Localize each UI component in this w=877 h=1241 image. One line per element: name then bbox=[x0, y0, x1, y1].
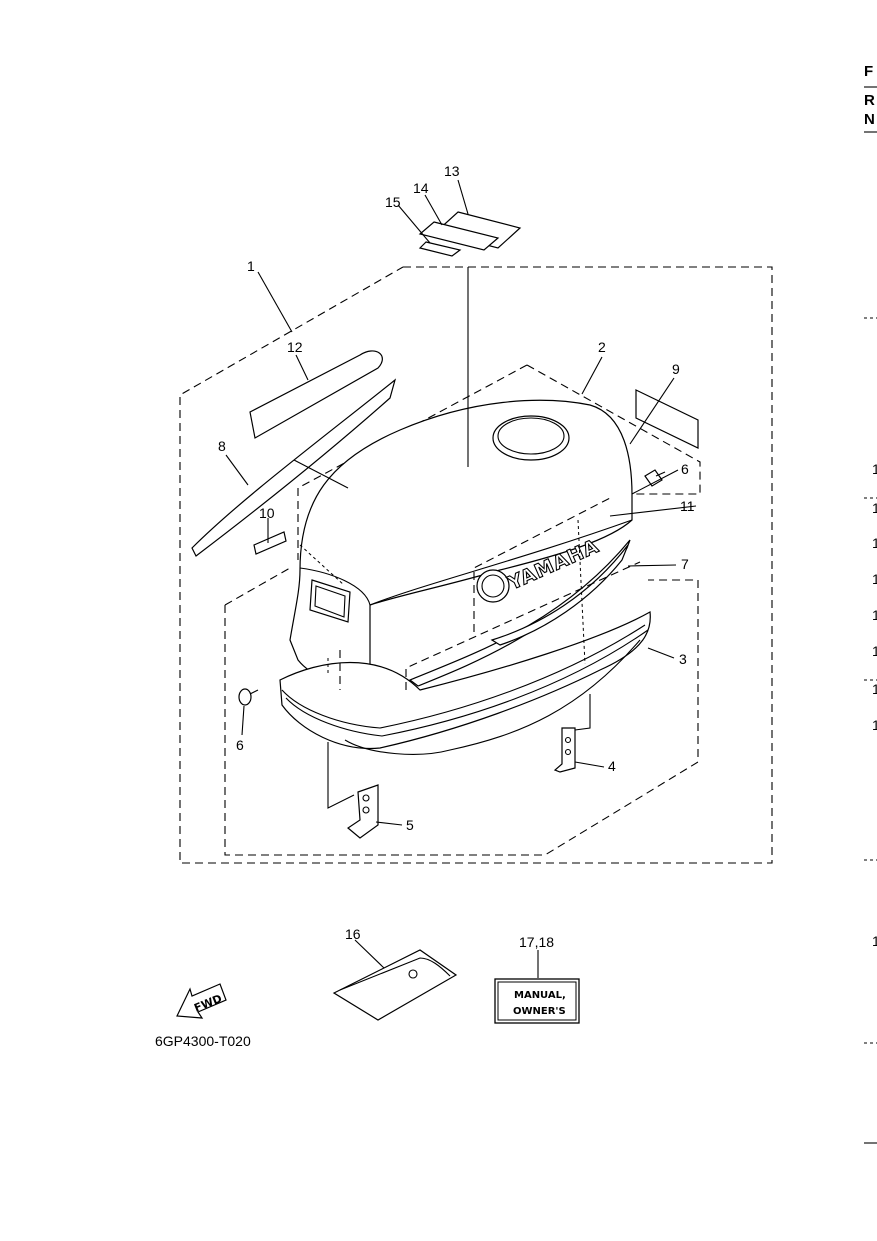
assembly-outline-3b bbox=[224, 567, 291, 606]
front-window-inner bbox=[314, 585, 346, 618]
edge-digit-9: 1 bbox=[872, 933, 877, 949]
callout-1: 1 bbox=[247, 258, 255, 274]
callout-6-right: 6 bbox=[681, 461, 689, 477]
callout-16: 16 bbox=[345, 926, 361, 942]
bottom-cowling bbox=[279, 611, 651, 750]
leader-lines bbox=[225, 179, 697, 978]
manual-line1: MANUAL, bbox=[514, 990, 566, 1001]
callout-5: 5 bbox=[406, 817, 414, 833]
side-stripe-band bbox=[490, 544, 629, 646]
stripe-group-outline bbox=[405, 561, 641, 690]
yamaha-emblem-inner bbox=[481, 574, 505, 598]
cowling-side-crease bbox=[369, 519, 633, 606]
callout-2: 2 bbox=[598, 339, 606, 355]
edge-digit-2: 1 bbox=[872, 500, 877, 516]
callout-9: 9 bbox=[672, 361, 680, 377]
assembly-outline-2 bbox=[526, 364, 701, 495]
edge-digit-3: 1 bbox=[872, 535, 877, 551]
callout-15: 15 bbox=[385, 194, 401, 210]
decal-15 bbox=[418, 241, 462, 257]
edge-digit-7: 1 bbox=[872, 681, 877, 697]
envelope-button bbox=[408, 969, 418, 979]
screw-left-shaft bbox=[249, 689, 259, 695]
edge-digit-1: 1 bbox=[872, 461, 877, 477]
callout-3: 3 bbox=[679, 651, 687, 667]
decal-9 bbox=[635, 389, 699, 449]
front-window bbox=[309, 579, 351, 623]
bracket-4-hole2 bbox=[564, 748, 572, 756]
bracket-5-hole1 bbox=[362, 794, 370, 802]
owners-manual-box bbox=[494, 978, 580, 1024]
edge-digit-6: 1 bbox=[872, 643, 877, 659]
assembly-outline-1 bbox=[179, 266, 773, 864]
manual-line2: OWNER'S bbox=[513, 1006, 566, 1017]
callout-13: 13 bbox=[444, 163, 460, 179]
bottom-cowling-lower bbox=[344, 639, 641, 755]
decal-14 bbox=[418, 221, 500, 251]
document-envelope-16 bbox=[332, 949, 458, 1021]
bottom-cowling-rim1 bbox=[281, 624, 646, 729]
callout-17-18: 17,18 bbox=[519, 934, 554, 950]
screw-right-shaft bbox=[655, 471, 666, 477]
screw-left-icon bbox=[238, 688, 252, 706]
air-intake-opening bbox=[492, 415, 570, 461]
edge-digit-4: 1 bbox=[872, 571, 877, 587]
edge-header-f: F bbox=[864, 63, 873, 80]
bracket-4-hole1 bbox=[564, 736, 572, 744]
decal-12 bbox=[249, 350, 383, 439]
assembly-outline-3 bbox=[224, 579, 699, 856]
bracket-4 bbox=[553, 727, 576, 773]
cowling-front-face bbox=[299, 567, 371, 606]
air-intake-inner bbox=[497, 417, 565, 455]
callout-8: 8 bbox=[218, 438, 226, 454]
callout-6-left: 6 bbox=[236, 737, 244, 753]
edge-header-n: N bbox=[864, 111, 875, 128]
callout-4: 4 bbox=[608, 758, 616, 774]
callout-10: 10 bbox=[259, 505, 275, 521]
callout-14: 14 bbox=[413, 180, 429, 196]
hidden-lines bbox=[299, 519, 586, 675]
decal-8 bbox=[191, 378, 397, 557]
edge-digit-8: 1 bbox=[872, 717, 877, 733]
callout-11: 11 bbox=[680, 498, 695, 514]
bracket-5-hole2 bbox=[362, 806, 370, 814]
owners-manual-box-inner bbox=[497, 981, 577, 1021]
drawing-code: 6GP4300-T020 bbox=[155, 1033, 251, 1049]
screw-right-icon bbox=[644, 469, 663, 487]
edge-header-r: R bbox=[864, 92, 875, 109]
bottom-cowling-rim2 bbox=[285, 629, 649, 737]
edge-digit-5: 1 bbox=[872, 607, 877, 623]
fwd-arrow-icon bbox=[176, 983, 227, 1019]
decal-10 bbox=[253, 531, 287, 555]
envelope-flap bbox=[339, 957, 451, 991]
callout-12: 12 bbox=[287, 339, 303, 355]
callout-7: 7 bbox=[681, 556, 689, 572]
